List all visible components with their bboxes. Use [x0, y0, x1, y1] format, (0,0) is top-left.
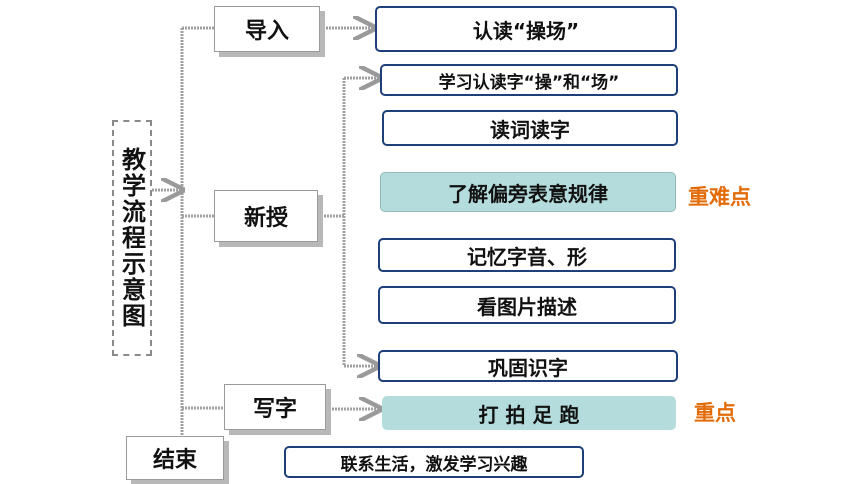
key-point-tag: 重点	[694, 401, 736, 425]
step-consolidate-text: 巩固识字	[488, 355, 568, 380]
step-radical-meaning: 了解偏旁表意规律	[380, 172, 676, 212]
stage-new-label: 新授	[243, 206, 288, 231]
step-connect-life-text: 联系生活，激发学习兴趣	[340, 454, 528, 475]
step-radical-meaning-text: 了解偏旁表意规律	[448, 181, 608, 206]
step-memorize-sound-shape: 记忆字音、形	[378, 238, 676, 272]
step-learn-characters-text: 学习认读字“操”和“场”	[438, 72, 620, 93]
step-describe-picture-text: 看图片描述	[477, 294, 577, 319]
key-difficulty-tag: 重难点	[688, 185, 751, 209]
step-read-words: 读词读字	[382, 110, 678, 146]
stage-intro: 导入	[214, 6, 320, 52]
step-learn-characters: 学习认读字“操”和“场”	[380, 64, 678, 96]
step-read-playground-text: 认读“操场”	[472, 18, 580, 43]
step-writing-characters-text: 打 拍 足 跑	[478, 402, 580, 427]
stage-intro-label: 导入	[244, 19, 289, 44]
step-read-playground: 认读“操场”	[375, 6, 677, 52]
stage-writing: 写字	[224, 384, 326, 430]
step-memorize-sound-shape-text: 记忆字音、形	[467, 244, 587, 269]
step-consolidate: 巩固识字	[378, 350, 678, 382]
flowchart-title: 教学流程示意图	[112, 120, 152, 356]
step-connect-life: 联系生活，激发学习兴趣	[284, 446, 584, 478]
flowchart-title-text: 教学流程示意图	[117, 147, 146, 329]
step-writing-characters: 打 拍 足 跑	[382, 396, 676, 430]
stage-writing-label: 写字	[252, 397, 297, 422]
stage-new: 新授	[214, 190, 318, 242]
step-read-words-text: 读词读字	[490, 117, 570, 142]
step-describe-picture: 看图片描述	[378, 286, 676, 324]
stage-end-label: 结束	[152, 448, 197, 473]
stage-end: 结束	[126, 436, 224, 480]
